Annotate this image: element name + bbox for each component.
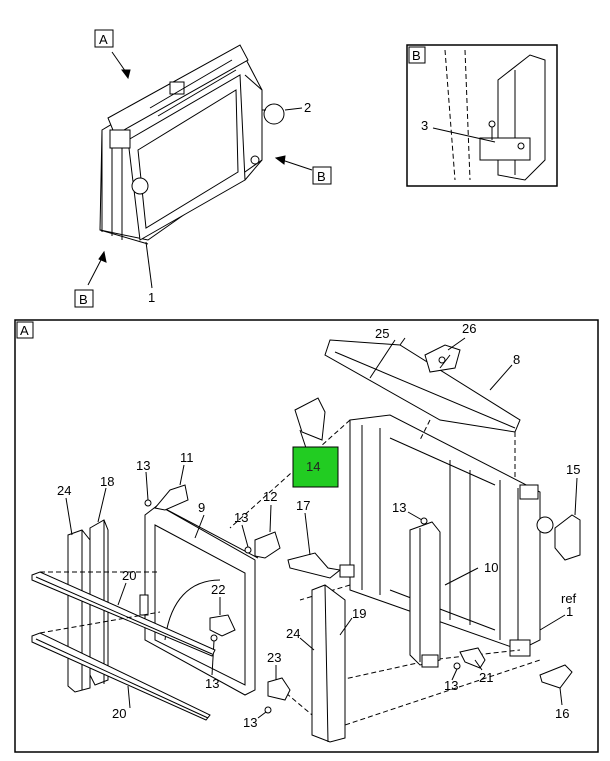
callout-22: 22 (211, 582, 225, 597)
radiator-core (349, 414, 554, 657)
callout-13-center: 13 (392, 500, 406, 515)
side-frame (139, 504, 259, 696)
oil-cooler (409, 521, 441, 668)
callout-9: 9 (198, 500, 205, 515)
callout-10: 10 (484, 560, 498, 575)
top-shroud (324, 337, 521, 433)
callout-16: 16 (555, 706, 569, 721)
callout-20-lower: 20 (112, 706, 126, 721)
callout-15: 15 (566, 462, 580, 477)
callout-13-lower-mid: 13 (205, 676, 219, 691)
callout-13-bottom-right: 13 (444, 678, 458, 693)
view-b-bottom-label-box (74, 289, 94, 308)
view-a-label-box (94, 29, 114, 48)
overview-view: A 2 B (74, 29, 332, 308)
view-b-bottom-label: B (79, 292, 88, 307)
callout-19: 19 (352, 606, 366, 621)
detail-b-view: B 3 (406, 44, 558, 187)
callout-14[interactable]: 14 (306, 459, 320, 474)
radiator-assembly (99, 44, 285, 245)
callout-17: 17 (296, 498, 310, 513)
callout-13-mid: 13 (234, 510, 248, 525)
callout-25: 25 (375, 326, 389, 341)
exploded-view-frame (14, 319, 599, 753)
callout-3: 3 (421, 118, 428, 133)
callout-23: 23 (267, 650, 281, 665)
callout-11: 11 (180, 450, 194, 465)
view-a-label: A (99, 32, 108, 47)
callout-8: 8 (513, 352, 520, 367)
highlight-part-14[interactable] (292, 446, 339, 488)
callout-20-upper: 20 (122, 568, 136, 583)
view-b-side-label: B (317, 169, 326, 184)
callout-ref: ref (561, 591, 577, 606)
callout-12: 12 (263, 489, 277, 504)
callout-26: 26 (462, 321, 476, 336)
callout-13-upper-left: 13 (136, 458, 150, 473)
callout-21: 21 (479, 670, 493, 685)
exploded-view: A 25 26 8 (14, 319, 599, 753)
exploded-view-label: A (20, 323, 29, 338)
callout-24-right: 24 (286, 626, 300, 641)
callout-2: 2 (304, 100, 311, 115)
callout-1-main: 1 (566, 604, 573, 619)
view-b-side-label-box (312, 166, 332, 185)
callout-13-bottom-left: 13 (243, 715, 257, 730)
detail-b-label: B (412, 48, 421, 63)
detail-b-frame (406, 44, 558, 187)
callout-1-top: 1 (148, 290, 155, 305)
callout-18: 18 (100, 474, 114, 489)
callout-24-left: 24 (57, 483, 71, 498)
